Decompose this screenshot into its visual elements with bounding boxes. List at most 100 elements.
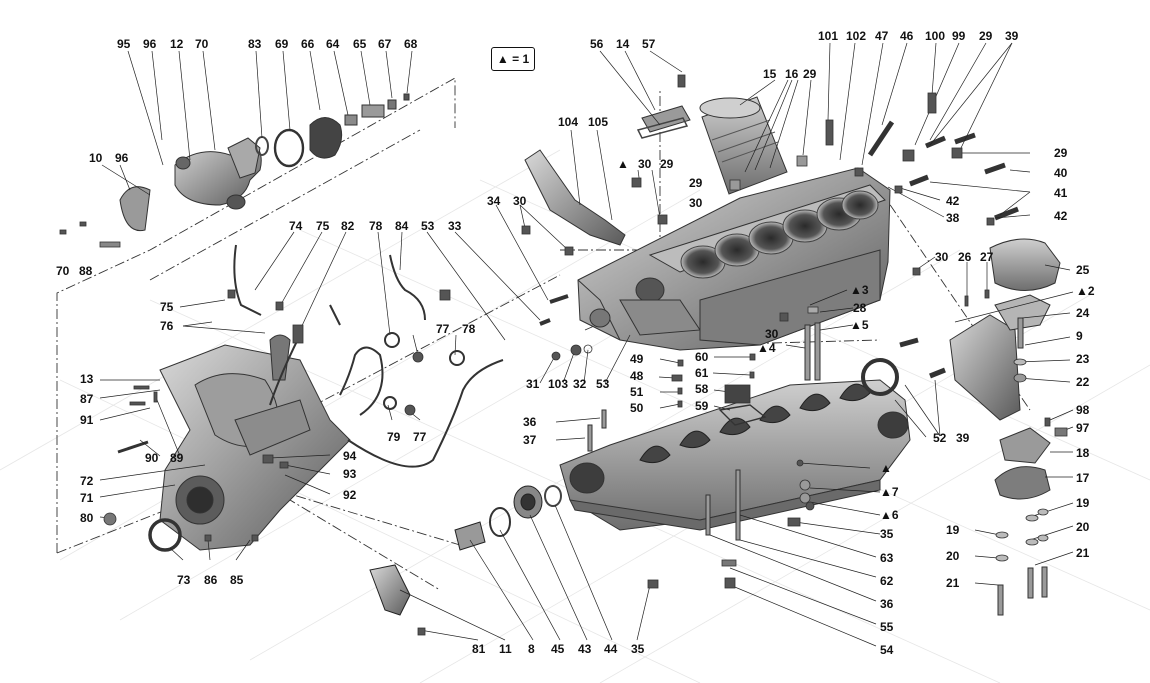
part-callout: 84 [395,219,409,233]
part-callout: 20 [1076,520,1090,534]
lower-crankcase [559,379,911,531]
part-callout: 97 [1076,421,1090,435]
part-callout: 36 [523,415,537,429]
part-callout: 39 [1005,29,1019,43]
part-callout: 23 [1076,352,1090,366]
part-callout: 59 [695,399,709,413]
part-callout: 60 [695,350,709,364]
cylinder-bore [680,190,879,279]
part-callout: 29 [689,176,703,190]
part-callout: 62 [880,574,894,588]
part-callout: 31 [526,377,540,391]
part-callout: 14 [616,37,630,51]
part-callout: 56 [590,37,604,51]
part-callout: 30 [935,250,949,264]
part-callout: 75 [160,300,174,314]
part-callout: 89 [170,451,184,465]
part-callout: 20 [946,549,960,563]
part-callout: 80 [80,511,94,525]
part-callout: 22 [1076,375,1090,389]
part-callout: 94 [343,449,357,463]
part-callout: 77 [413,430,427,444]
part-callout: 58 [695,382,709,396]
part-callout: 69 [275,37,289,51]
part-callout: 30 [638,157,652,171]
part-callout: 79 [387,430,401,444]
part-callout: 105 [588,115,609,129]
part-callout: 10 [89,151,103,165]
part-callout: 46 [900,29,914,43]
part-callout: 11 [499,642,512,656]
part-callout: 29 [660,157,674,171]
part-callout: 74 [289,219,303,233]
part-callout: 81 [472,642,486,656]
part-callout: 100 [925,29,946,43]
part-callout: ▲6 [880,508,899,522]
part-callout: 90 [145,451,159,465]
part-callout: 29 [803,67,817,81]
part-callout: 28 [853,301,867,315]
part-callout: 36 [880,597,894,611]
part-callout: 53 [421,219,435,233]
part-callout: 53 [596,377,610,391]
part-callout: 19 [1076,496,1090,510]
engine-mount [949,238,1061,500]
part-callout: 45 [551,642,565,656]
part-callout: 27 [980,250,994,264]
part-callout: 25 [1076,263,1090,277]
part-callout: 96 [143,37,157,51]
part-callout: 57 [642,37,656,51]
part-callout: 86 [204,573,218,587]
timing-cover [159,334,351,551]
part-callout: 16 [785,67,799,81]
part-callout: 102 [846,29,867,43]
part-callout: 83 [248,37,262,51]
part-callout: 68 [404,37,418,51]
part-callout: 29 [979,29,993,43]
upper-crankcase [577,167,891,351]
part-callout: 61 [695,366,709,380]
part-callout: 35 [631,642,645,656]
part-callout: 87 [80,392,94,406]
part-callout: 24 [1076,306,1090,320]
part-callout: 30 [689,196,703,210]
part-callout: 55 [880,620,894,634]
part-callout: 42 [946,194,960,208]
part-callout: 78 [462,322,476,336]
part-callout: 21 [946,576,960,590]
small-parts [59,74,1068,636]
part-callout: 43 [578,642,592,656]
part-callout: 77 [436,322,450,336]
part-callout: 70 [195,37,209,51]
part-callout: ▲5 [850,318,869,332]
part-callout: 21 [1076,546,1090,560]
part-callout: 52 [933,431,947,445]
part-callout: 101 [818,29,839,43]
part-callout: 19 [946,523,960,537]
part-callout: 66 [301,37,315,51]
part-callout: 44 [604,642,618,656]
part-callout: 70 [56,264,70,278]
part-callout: 91 [80,413,94,427]
background-grid [0,149,1150,683]
part-callout: 98 [1076,403,1090,417]
part-callout: 75 [316,219,330,233]
quantity-legend: ▲ = 1 [491,47,535,71]
part-callout: 64 [326,37,340,51]
oil-seals [148,358,899,616]
part-callout: 32 [573,377,587,391]
part-callout: 41 [1054,186,1068,200]
legend-text: = 1 [512,52,530,66]
part-callout: 39 [956,431,970,445]
part-callout: 96 [115,151,129,165]
part-callout: 48 [630,369,644,383]
part-callout: 8 [528,642,535,656]
part-callout: 47 [875,29,889,43]
part-callout: 82 [341,219,355,233]
part-callout: 63 [880,551,894,565]
part-callout: 30 [513,194,527,208]
part-callout: ▲3 [850,283,869,297]
part-callout: 18 [1076,446,1090,460]
